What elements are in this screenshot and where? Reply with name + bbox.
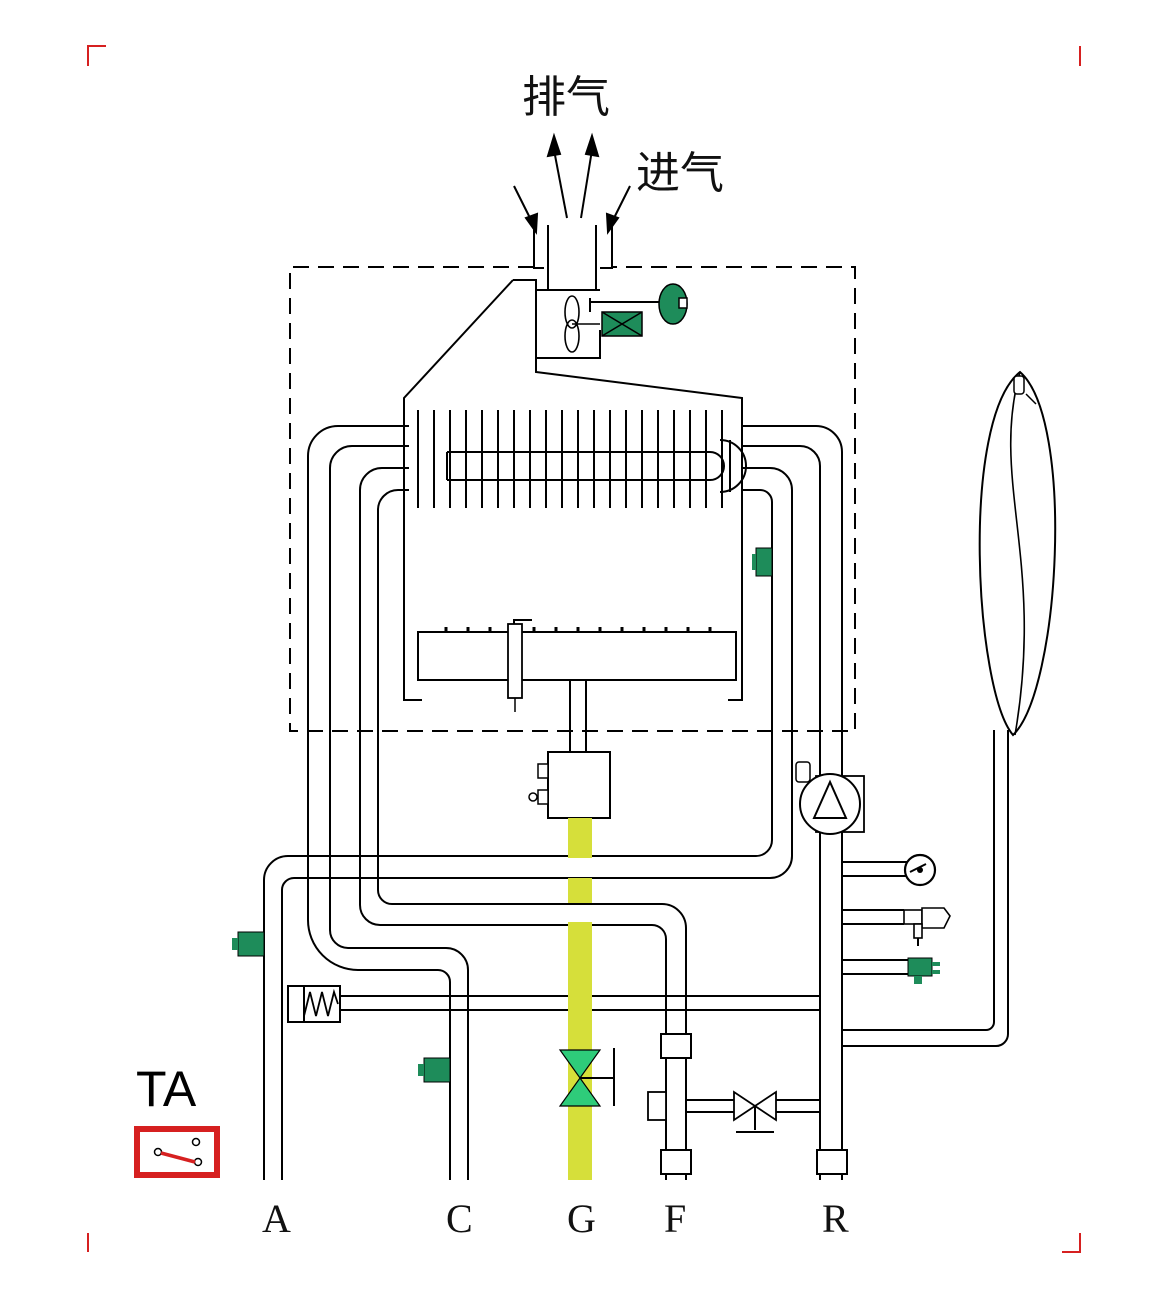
intake-label: 进气 [636, 148, 724, 199]
thermostat-label: TA [136, 1061, 197, 1117]
heat-exchanger-fins [417, 410, 723, 508]
dhw-sensor-icon [232, 931, 265, 957]
port-label-a: A [262, 1196, 291, 1241]
port-label-g: G [567, 1196, 596, 1241]
port-label-f: F [664, 1196, 686, 1241]
fill-valve-icon [907, 957, 940, 984]
return-sensor-icon [418, 1057, 451, 1083]
air-pressure-switch-icon [589, 283, 688, 337]
cabinet-outline [289, 266, 856, 732]
temperature-sensor-icon [752, 547, 773, 577]
fan-icon [564, 295, 600, 353]
pump-icon [795, 761, 865, 835]
side-branches [842, 730, 1009, 1047]
pressure-gauge-icon [903, 853, 937, 887]
room-thermostat-icon [134, 1126, 220, 1178]
port-label-r: R [822, 1196, 849, 1241]
flue-hood [403, 225, 743, 701]
gas-valve-block [528, 751, 611, 819]
safety-valve-icon [903, 907, 951, 946]
flue-arrows [513, 132, 631, 235]
burner [417, 619, 737, 712]
exhaust-label: 排气 [522, 72, 610, 123]
corner-marks [87, 45, 1081, 1253]
gas-feed-pipe [569, 680, 587, 752]
bypass-valve-icon [647, 1090, 820, 1133]
flow-switch-icon [287, 985, 341, 1023]
expansion-vessel-icon [978, 370, 1057, 737]
gas-pipe [568, 818, 592, 1180]
gas-cock-icon [558, 1048, 615, 1107]
primary-circuit-pipes [263, 425, 843, 1180]
heat-exchanger-loop [446, 439, 747, 493]
port-label-c: C [446, 1196, 473, 1241]
pipe-couplings [660, 1033, 848, 1175]
